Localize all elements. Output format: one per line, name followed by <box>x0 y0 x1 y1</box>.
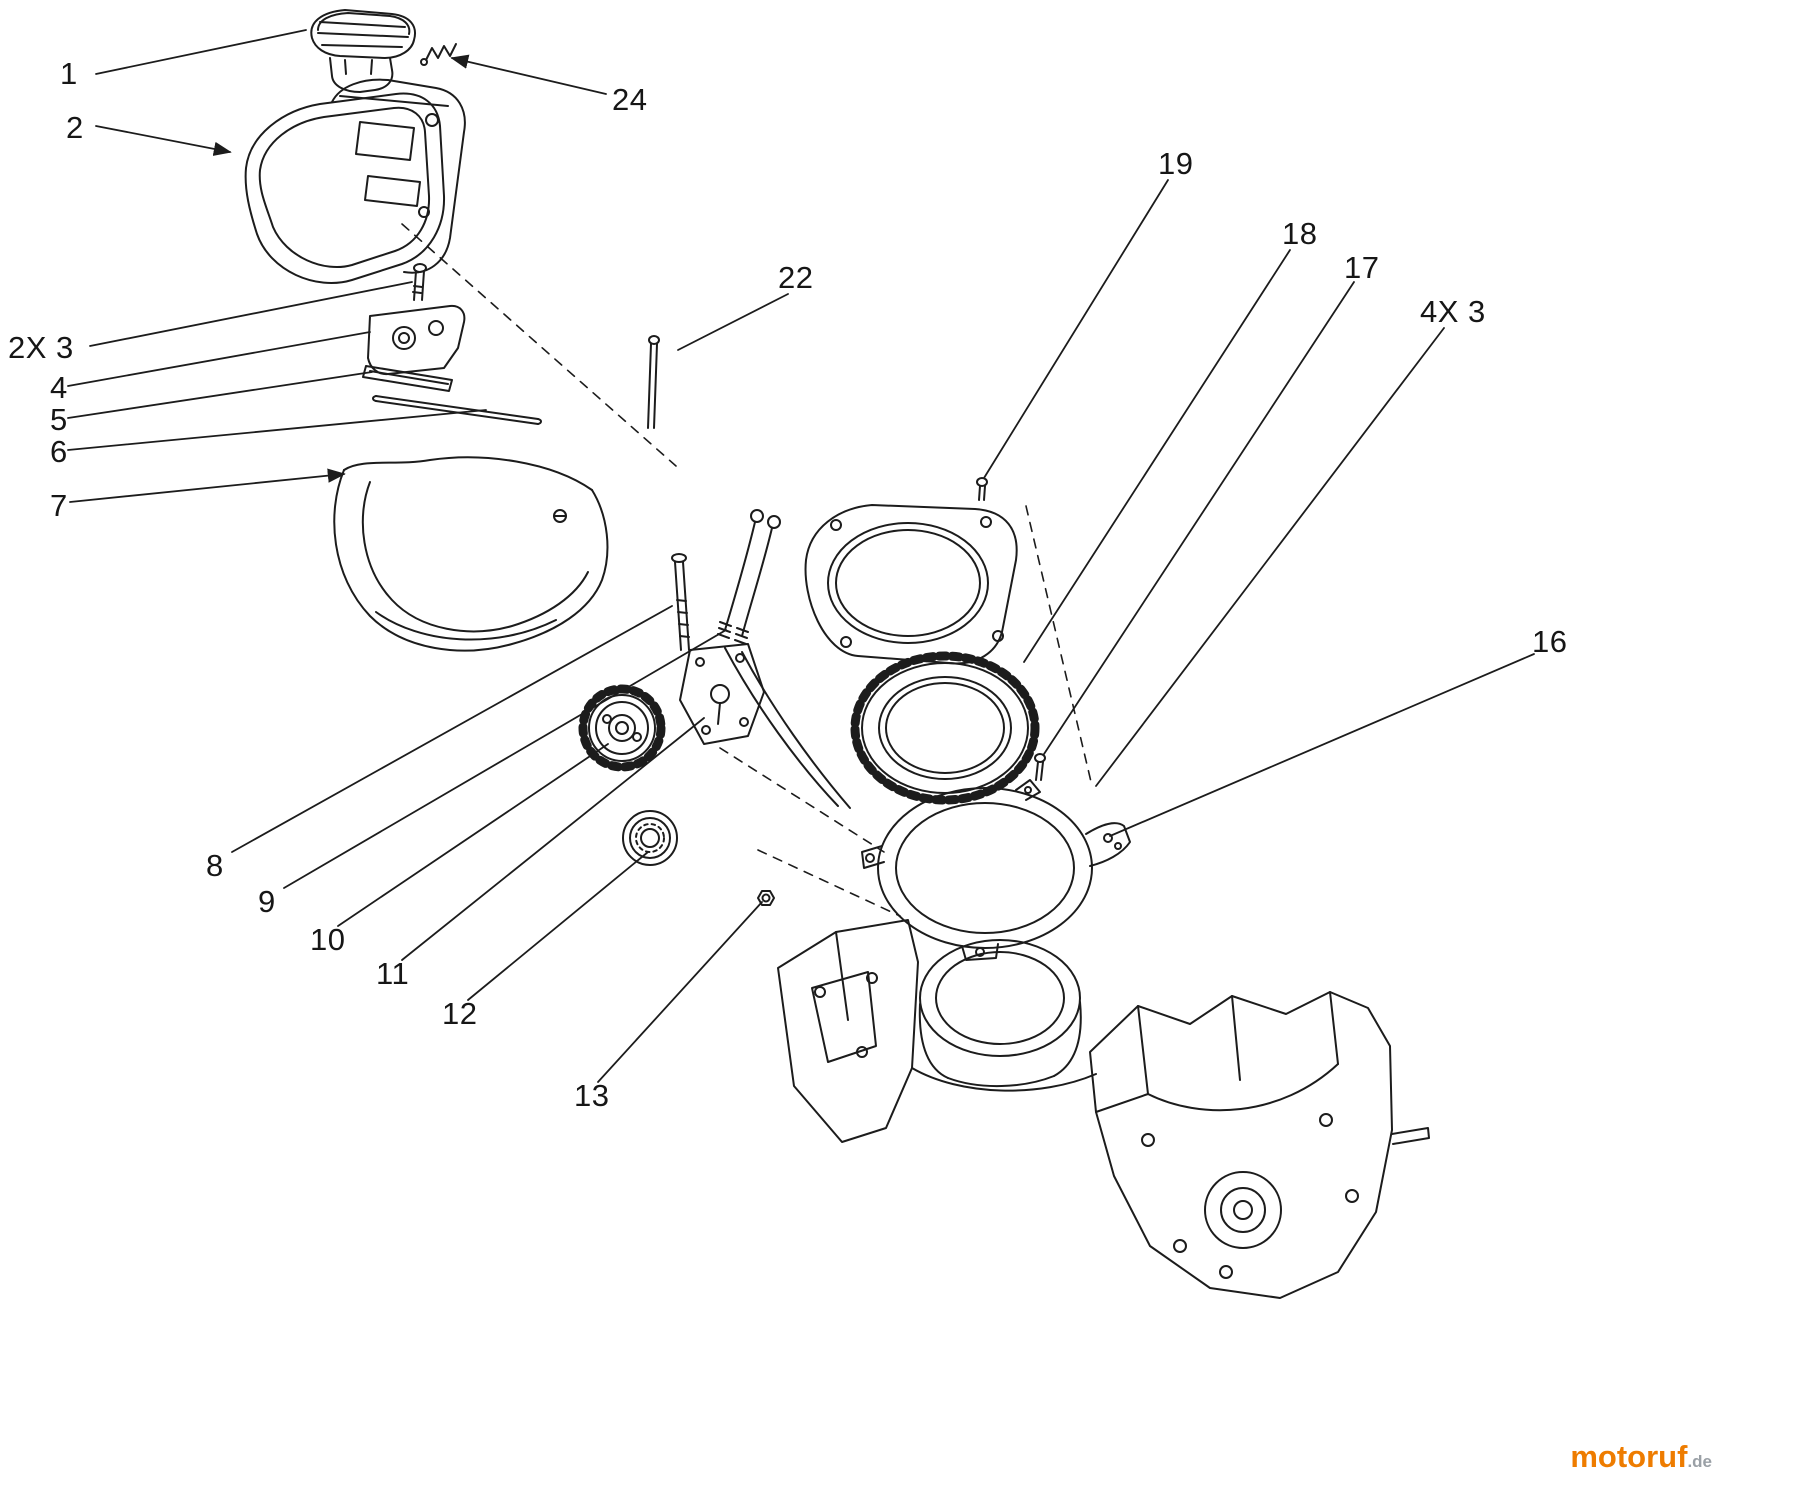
brand-name: motoruf <box>1570 1439 1688 1474</box>
callout-6: 6 <box>50 434 68 469</box>
part-upper-chute-plate <box>804 504 1018 665</box>
callout-10: 10 <box>310 922 346 957</box>
callout-8: 8 <box>206 848 224 883</box>
part-main-housing <box>777 919 1430 1299</box>
brand-tld: .de <box>1687 1452 1712 1471</box>
callout-18: 18 <box>1282 216 1318 251</box>
callout-7: 7 <box>50 488 68 523</box>
part-pivot-bracket <box>367 304 466 376</box>
part-chute-seal-frame <box>244 78 466 284</box>
part-chute-gear-ring <box>850 651 1040 805</box>
part-hub-bushing <box>622 810 678 866</box>
callout-22: 22 <box>778 260 814 295</box>
part-drive-gear <box>578 684 666 772</box>
assembly-axis-lines <box>401 223 1093 917</box>
callout-4x3: 4X 3 <box>1420 294 1486 329</box>
callout-1: 1 <box>60 56 78 91</box>
part-long-pin <box>647 335 660 429</box>
part-wear-strip <box>362 365 453 392</box>
part-retainer-ring <box>861 779 1131 961</box>
brand-watermark: motoruf.de <box>1570 1439 1712 1475</box>
callout-2: 2 <box>66 110 84 145</box>
part-bolt-2x3 <box>412 263 427 301</box>
part-carriage-bolt <box>671 553 690 651</box>
part-chute-deflector <box>333 456 609 652</box>
part-handle-grip <box>310 9 416 93</box>
part-nut <box>757 890 775 906</box>
callout-2x3: 2X 3 <box>8 330 74 365</box>
callout-4: 4 <box>50 370 68 405</box>
callout-24: 24 <box>612 82 648 117</box>
callout-11: 11 <box>376 956 410 991</box>
leader-lines <box>67 29 1535 1083</box>
callout-16: 16 <box>1532 624 1568 659</box>
part-control-cables <box>717 509 851 809</box>
callout-13: 13 <box>574 1078 610 1113</box>
part-spring <box>420 43 457 66</box>
callout-19: 19 <box>1158 146 1194 181</box>
callout-9: 9 <box>258 884 276 919</box>
part-screw-19 <box>976 477 988 501</box>
callout-5: 5 <box>50 402 68 437</box>
part-gear-bracket <box>679 643 765 745</box>
part-bolt-17 <box>1034 753 1046 781</box>
part-rod <box>372 395 542 425</box>
callout-12: 12 <box>442 996 478 1031</box>
callout-17: 17 <box>1344 250 1380 285</box>
